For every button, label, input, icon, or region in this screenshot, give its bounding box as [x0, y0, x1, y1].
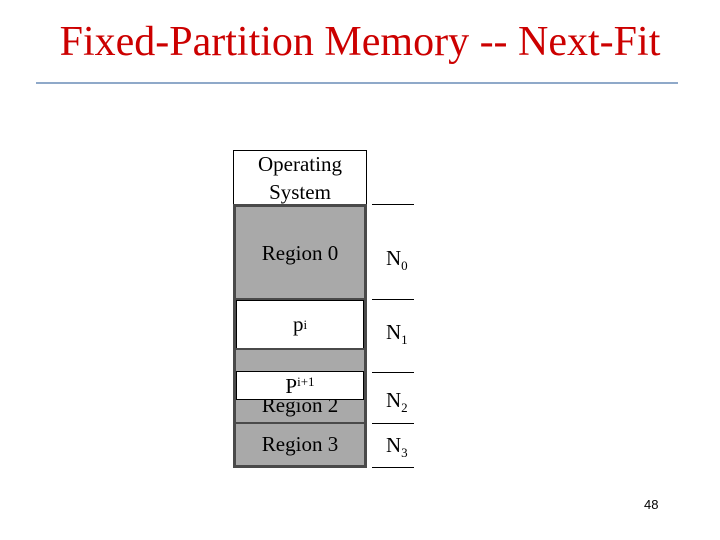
partition-divider	[236, 422, 364, 424]
size-label-n0: N0	[386, 246, 408, 273]
partition-divider	[236, 298, 364, 300]
process-pi-plus-1-base: P	[285, 374, 298, 398]
size-label-n1: N1	[386, 320, 408, 347]
title-divider	[36, 82, 678, 84]
size-tick	[372, 423, 414, 424]
size-label-n3: N3	[386, 433, 408, 460]
partition-divider	[236, 348, 364, 350]
size-tick	[372, 204, 414, 205]
size-tick	[372, 467, 414, 468]
os-label-line2: System	[269, 179, 331, 204]
operating-system-block: Operating System	[233, 150, 367, 205]
page-number: 48	[644, 497, 659, 512]
size-tick	[372, 372, 414, 373]
size-tick	[372, 299, 414, 300]
os-label-line1: Operating	[258, 151, 342, 176]
size-label-n2: N2	[386, 388, 408, 415]
process-pi-sub: i	[303, 316, 308, 332]
region-0: Region 0	[261, 240, 339, 265]
process-pi-plus-1-sub: i+1	[297, 374, 315, 389]
process-pi-base: p	[292, 312, 304, 336]
region-3: Region 3	[261, 432, 339, 456]
slide-title: Fixed-Partition Memory -- Next-Fit	[59, 19, 661, 65]
